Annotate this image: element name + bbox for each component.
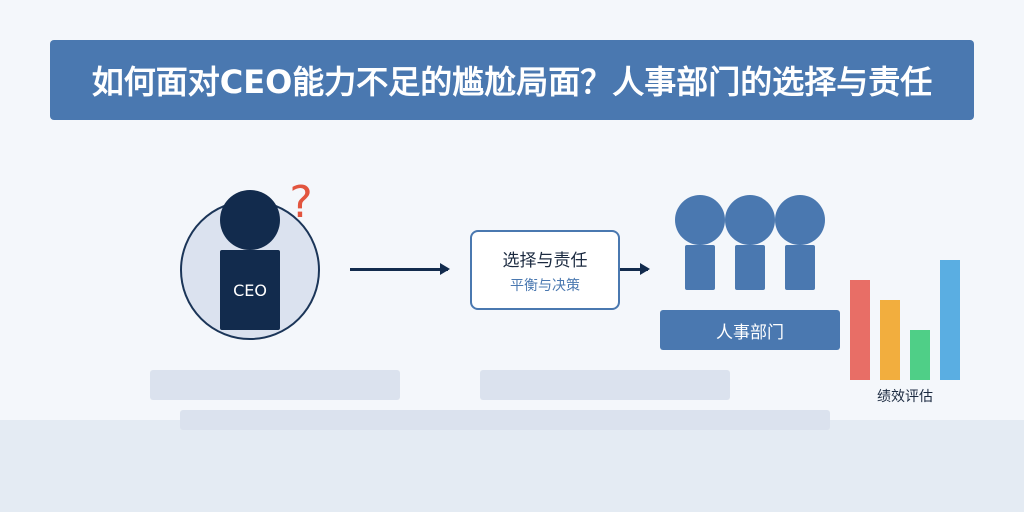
hr-member-head-3 [775,195,825,245]
performance-bar-1 [850,280,870,380]
performance-label: 绩效评估 [877,389,933,405]
hr-member-body-1 [685,245,715,290]
page-title: 如何面对CEO能力不足的尴尬局面？人事部门的选择与责任 [91,63,933,101]
arrow-ceo-to-decision [350,263,450,275]
ceo-head [220,190,280,250]
placeholder-text-block-center [480,370,730,400]
hr-member-body-2 [735,245,765,290]
decision-box: 选择与责任 平衡与决策 [470,230,620,310]
ground-band [0,420,1024,512]
placeholder-text-block-left [150,370,400,400]
performance-bar-2 [880,300,900,380]
hr-member-head-2 [725,195,775,245]
performance-bar-4 [940,260,960,380]
title-banner: 如何面对CEO能力不足的尴尬局面？人事部门的选择与责任 [50,40,974,120]
hr-member-head-1 [675,195,725,245]
arrow-decision-to-hr [620,263,650,275]
hr-department-label: 人事部门 [660,310,840,350]
ceo-body: CEO [220,250,280,330]
question-mark-icon: ? [289,177,313,228]
hr-department-text: 人事部门 [716,322,784,343]
ceo-label: CEO [233,280,267,300]
decision-subtitle: 平衡与决策 [510,277,580,294]
decision-title: 选择与责任 [502,250,588,271]
performance-bar-3 [910,330,930,380]
hr-member-body-3 [785,245,815,290]
placeholder-text-block-bottom [180,410,830,430]
